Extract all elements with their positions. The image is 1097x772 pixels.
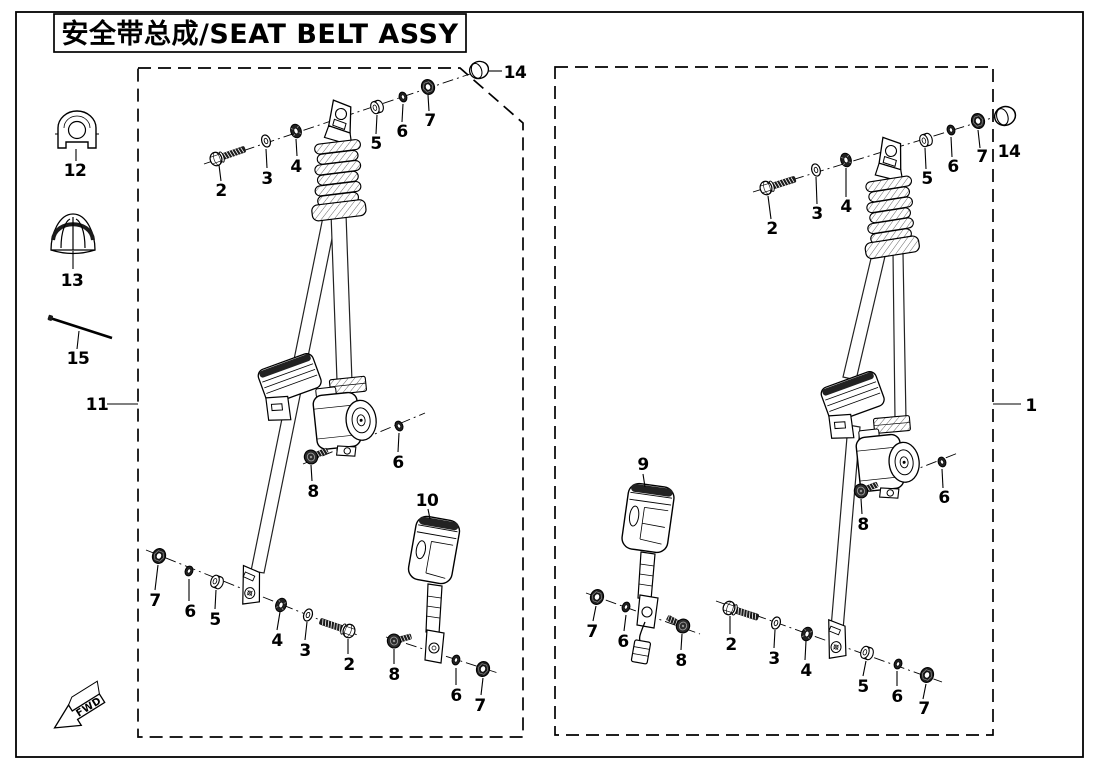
callout-left-bottom-6: 6 [184,602,195,622]
callout-left-top-6: 6 [396,122,407,142]
callout-right-top-6: 6 [947,157,958,177]
leader-lines [72,70,1021,700]
callout-left-top-4: 4 [290,157,302,177]
page-title: 安全带总成/SEAT BELT ASSY [61,18,458,50]
callout-right-buckle-6: 6 [617,632,628,652]
callouts: 12 13 15 11 1 2 3 4 5 6 7 14 7 6 5 4 3 2… [61,63,1038,719]
callout-left-top-2: 2 [215,181,226,201]
callout-left-bottom-2: 2 [343,655,354,675]
callout-left-buckle-8: 8 [388,665,399,685]
callout-right-top-5: 5 [921,169,932,189]
right-assembly-box [554,66,994,736]
callout-right-bottom-2: 2 [725,635,736,655]
callout-13: 13 [61,271,84,291]
callout-left-top-3: 3 [261,169,272,189]
callout-right-retractor-8: 8 [857,515,868,535]
page-border [15,11,1084,758]
part-9-buckle-pretensioner [621,482,675,665]
callout-left-bottom-3: 3 [299,641,310,661]
callout-11: 11 [86,395,109,415]
callout-left-top-5: 5 [370,134,381,154]
callout-left-buckle-6: 6 [450,686,461,706]
callout-12: 12 [64,161,87,181]
part-13-guide-loop-cover [50,213,96,255]
callout-left-top-7: 7 [424,111,435,131]
callout-right-bottom-7: 7 [918,699,929,719]
callout-right-bottom-6: 6 [891,687,902,707]
callout-right-buckle-8: 8 [675,651,686,671]
left-assembly-box [137,67,524,738]
callout-right-top-14: 14 [998,142,1021,162]
callout-left-top-14: 14 [504,63,527,83]
callout-left-bottom-4: 4 [271,631,283,651]
part-15-rod [47,314,113,340]
callout-right-top-7: 7 [976,147,987,167]
callout-1: 1 [1025,396,1036,416]
callout-right-buckle-9: 9 [637,455,648,475]
callout-left-buckle-10: 10 [416,491,439,511]
callout-right-bottom-5: 5 [857,677,868,697]
callout-left-retractor-6: 6 [392,453,403,473]
callout-right-top-3: 3 [811,204,822,224]
callout-right-top-4: 4 [840,197,852,217]
part-10-buckle [407,515,461,664]
callout-15: 15 [67,349,90,369]
callout-right-buckle-7: 7 [586,622,597,642]
part-12-belt-guide-cover [55,110,99,149]
callout-right-top-2: 2 [766,219,777,239]
title-box [53,13,467,53]
callout-left-bottom-5: 5 [209,610,220,630]
callout-left-retractor-8: 8 [307,482,318,502]
callout-right-retractor-6: 6 [938,488,949,508]
fwd-arrow: FWD [53,680,106,729]
callout-right-bottom-3: 3 [768,649,779,669]
callout-right-bottom-4: 4 [800,661,812,681]
callout-left-buckle-7: 7 [474,696,485,716]
callout-left-bottom-7: 7 [149,591,160,611]
title-block: 安全带总成/SEAT BELT ASSY [53,13,467,53]
